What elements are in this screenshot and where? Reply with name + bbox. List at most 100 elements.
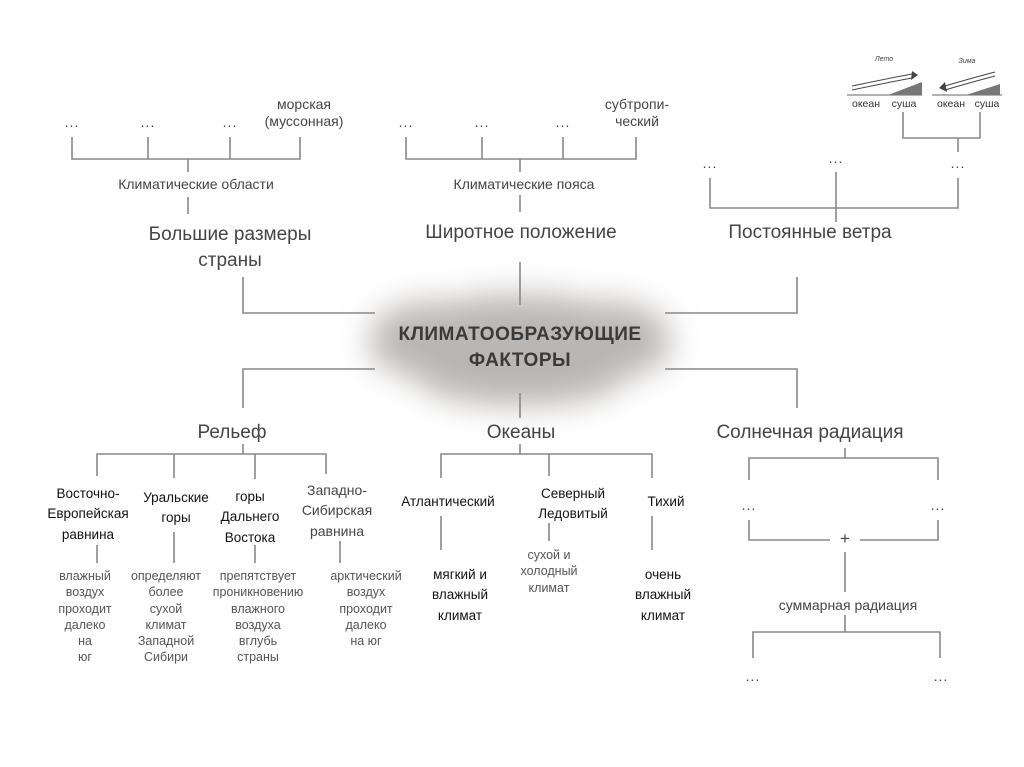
total-radiation-item-1: ...: [745, 668, 761, 684]
connector-lines: [71, 112, 981, 658]
solar-title: Солнечная радиация: [716, 422, 904, 443]
relief-item-2-name-line1: Уральские: [143, 490, 209, 505]
relief-item-1-desc-line6: юг: [78, 650, 92, 665]
latitude-item-subtropical: субтропи- ческий: [605, 96, 669, 130]
sizes-item-3: ...: [222, 114, 238, 130]
total-radiation-label: суммарная радиация: [778, 597, 918, 613]
summer-land-label: суша: [891, 98, 917, 110]
relief-item-2-desc-line3: сухой: [149, 601, 183, 616]
relief-item-2-name-line2: горы: [161, 510, 191, 526]
winter-wind-picture: [932, 71, 1002, 96]
relief-item-4-desc-line2: воздух: [346, 585, 386, 600]
relief-item-3-desc-line3: влажного: [230, 601, 286, 616]
relief-item-east-european: Восточно- Европейская равнина: [47, 484, 128, 545]
sizes-item-2: ...: [140, 114, 156, 130]
relief-item-4-name-line2: Сибирская: [301, 502, 373, 519]
solar-item-1: ...: [741, 497, 757, 513]
ocean-item-1-desc-line2: влажный: [432, 587, 488, 603]
winds-title: Постоянные ветра: [728, 222, 892, 243]
winds-item-3: ...: [950, 155, 966, 171]
ocean-item-3-desc-line2: влажный: [635, 587, 691, 603]
relief-item-2-desc: определяют более сухой климат Западной С…: [131, 568, 201, 666]
solar-plus: +: [840, 529, 850, 548]
relief-item-1-desc-line2: воздух: [65, 585, 105, 600]
relief-item-3-desc-line6: страны: [237, 650, 279, 665]
relief-item-urals: Уральские горы: [143, 488, 209, 529]
relief-item-3-name-line1: горы: [235, 489, 265, 504]
relief-item-3-desc-line5: вглубь: [238, 634, 278, 648]
climatic-belts-label: Климатические пояса: [453, 176, 595, 192]
climatic-regions-label: Климатические области: [118, 176, 274, 192]
latitude-item-1: ...: [398, 114, 414, 130]
winter-land-label: суша: [974, 98, 1000, 110]
center-title: КЛИМАТООБРАЗУЮЩИЕ ФАКТОРЫ: [398, 322, 641, 373]
relief-item-4-desc: арктический воздух проходит далеко на юг: [330, 568, 401, 649]
ocean-item-2-desc: сухой и холодный климат: [520, 547, 577, 596]
sizes-title-line2: страны: [198, 249, 262, 271]
ocean-item-2-name-line1: Северный: [540, 486, 605, 501]
sizes-title-line1: Большие размеры: [148, 224, 312, 245]
center-cloud: [370, 295, 670, 405]
relief-item-4-name-line1: Западно-: [307, 482, 367, 498]
latitude-item-2: ...: [474, 114, 490, 130]
center-title-line2: ФАКТОРЫ: [468, 349, 572, 371]
relief-item-1-desc: влажный воздух проходит далеко на юг: [58, 568, 111, 666]
solar-item-2: ...: [930, 497, 946, 513]
center-title-line1: КЛИМАТООБРАЗУЮЩИЕ: [398, 324, 642, 345]
ocean-item-1-desc-line3: климат: [437, 607, 483, 623]
latitude-item-subtropical-line2: ческий: [615, 112, 659, 129]
ocean-item-pacific: Тихий: [647, 494, 684, 510]
ocean-item-arctic: Северный Ледовитый: [538, 484, 608, 523]
relief-item-4-name-line3: равнина: [309, 522, 365, 539]
latitude-item-subtropical-line1: субтропи-: [604, 96, 670, 112]
total-radiation-item-2: ...: [933, 668, 949, 684]
summer-label: Лето: [874, 56, 894, 63]
latitude-item-3: ...: [555, 114, 571, 130]
summer-ocean-label: океан: [851, 98, 881, 110]
relief-item-3-desc: препятствует проникновению влажного возд…: [213, 568, 304, 666]
relief-item-1-desc-line4: далеко: [64, 617, 106, 632]
relief-item-3-desc-line2: проникновению: [212, 585, 304, 600]
relief-item-3-desc-line4: воздуха: [235, 617, 281, 632]
sizes-item-marine-line2: (муссонная): [264, 112, 344, 129]
relief-item-2-desc-line4: климат: [145, 617, 187, 632]
ocean-item-2-desc-line2: холодный: [520, 564, 578, 579]
oceans-title: Океаны: [486, 422, 556, 443]
relief-item-4-desc-line1: арктический: [330, 569, 402, 583]
relief-item-west-siberian: Западно- Сибирская равнина: [302, 480, 372, 541]
relief-item-4-desc-line5: на юг: [350, 634, 382, 648]
ocean-item-2-desc-line3: климат: [528, 580, 570, 595]
ocean-item-1-name: Атлантический: [401, 494, 495, 509]
sizes-item-marine-line1: морская: [276, 96, 331, 112]
ocean-item-atlantic: Атлантический: [401, 494, 494, 510]
relief-item-1-desc-line3: проходит: [58, 601, 112, 616]
winds-item-2: ...: [828, 150, 844, 166]
sizes-item-marine: морская (муссонная): [265, 96, 344, 130]
ocean-item-1-desc-line1: мягкий и: [433, 567, 487, 582]
relief-item-3-desc-line1: препятствует: [219, 569, 297, 583]
relief-item-2-desc-line2: более: [148, 585, 184, 600]
ocean-item-3-name: Тихий: [647, 494, 685, 509]
relief-item-1-name-line3: равнина: [61, 526, 115, 542]
relief-title: Рельеф: [197, 422, 267, 443]
relief-item-far-east: горы Дальнего Востока: [221, 487, 280, 548]
relief-item-1-desc-line1: влажный: [59, 569, 111, 583]
ocean-item-2-name-line2: Ледовитый: [538, 505, 608, 521]
ocean-item-1-desc: мягкий и влажный климат: [432, 565, 488, 626]
relief-item-2-desc-line6: Сибири: [143, 650, 189, 665]
winds-item-1: ...: [702, 155, 718, 171]
summer-wind-picture: [847, 71, 922, 96]
ocean-item-3-desc-line1: очень: [644, 567, 682, 582]
relief-item-2-desc-line5: Западной: [137, 634, 195, 648]
relief-item-1-desc-line5: на: [78, 634, 92, 648]
sizes-title: Большие размеры страны: [149, 222, 312, 273]
ocean-item-3-desc-line3: климат: [640, 607, 686, 623]
latitude-title: Широтное положение: [425, 222, 617, 243]
winter-ocean-label: океан: [936, 98, 966, 110]
relief-item-1-name-line2: Европейская: [47, 506, 129, 522]
winter-label: Зима: [958, 58, 976, 65]
ocean-item-2-desc-line1: сухой и: [527, 548, 571, 562]
relief-item-4-desc-line3: проходит: [339, 601, 393, 616]
relief-item-2-desc-line1: определяют: [130, 569, 202, 583]
